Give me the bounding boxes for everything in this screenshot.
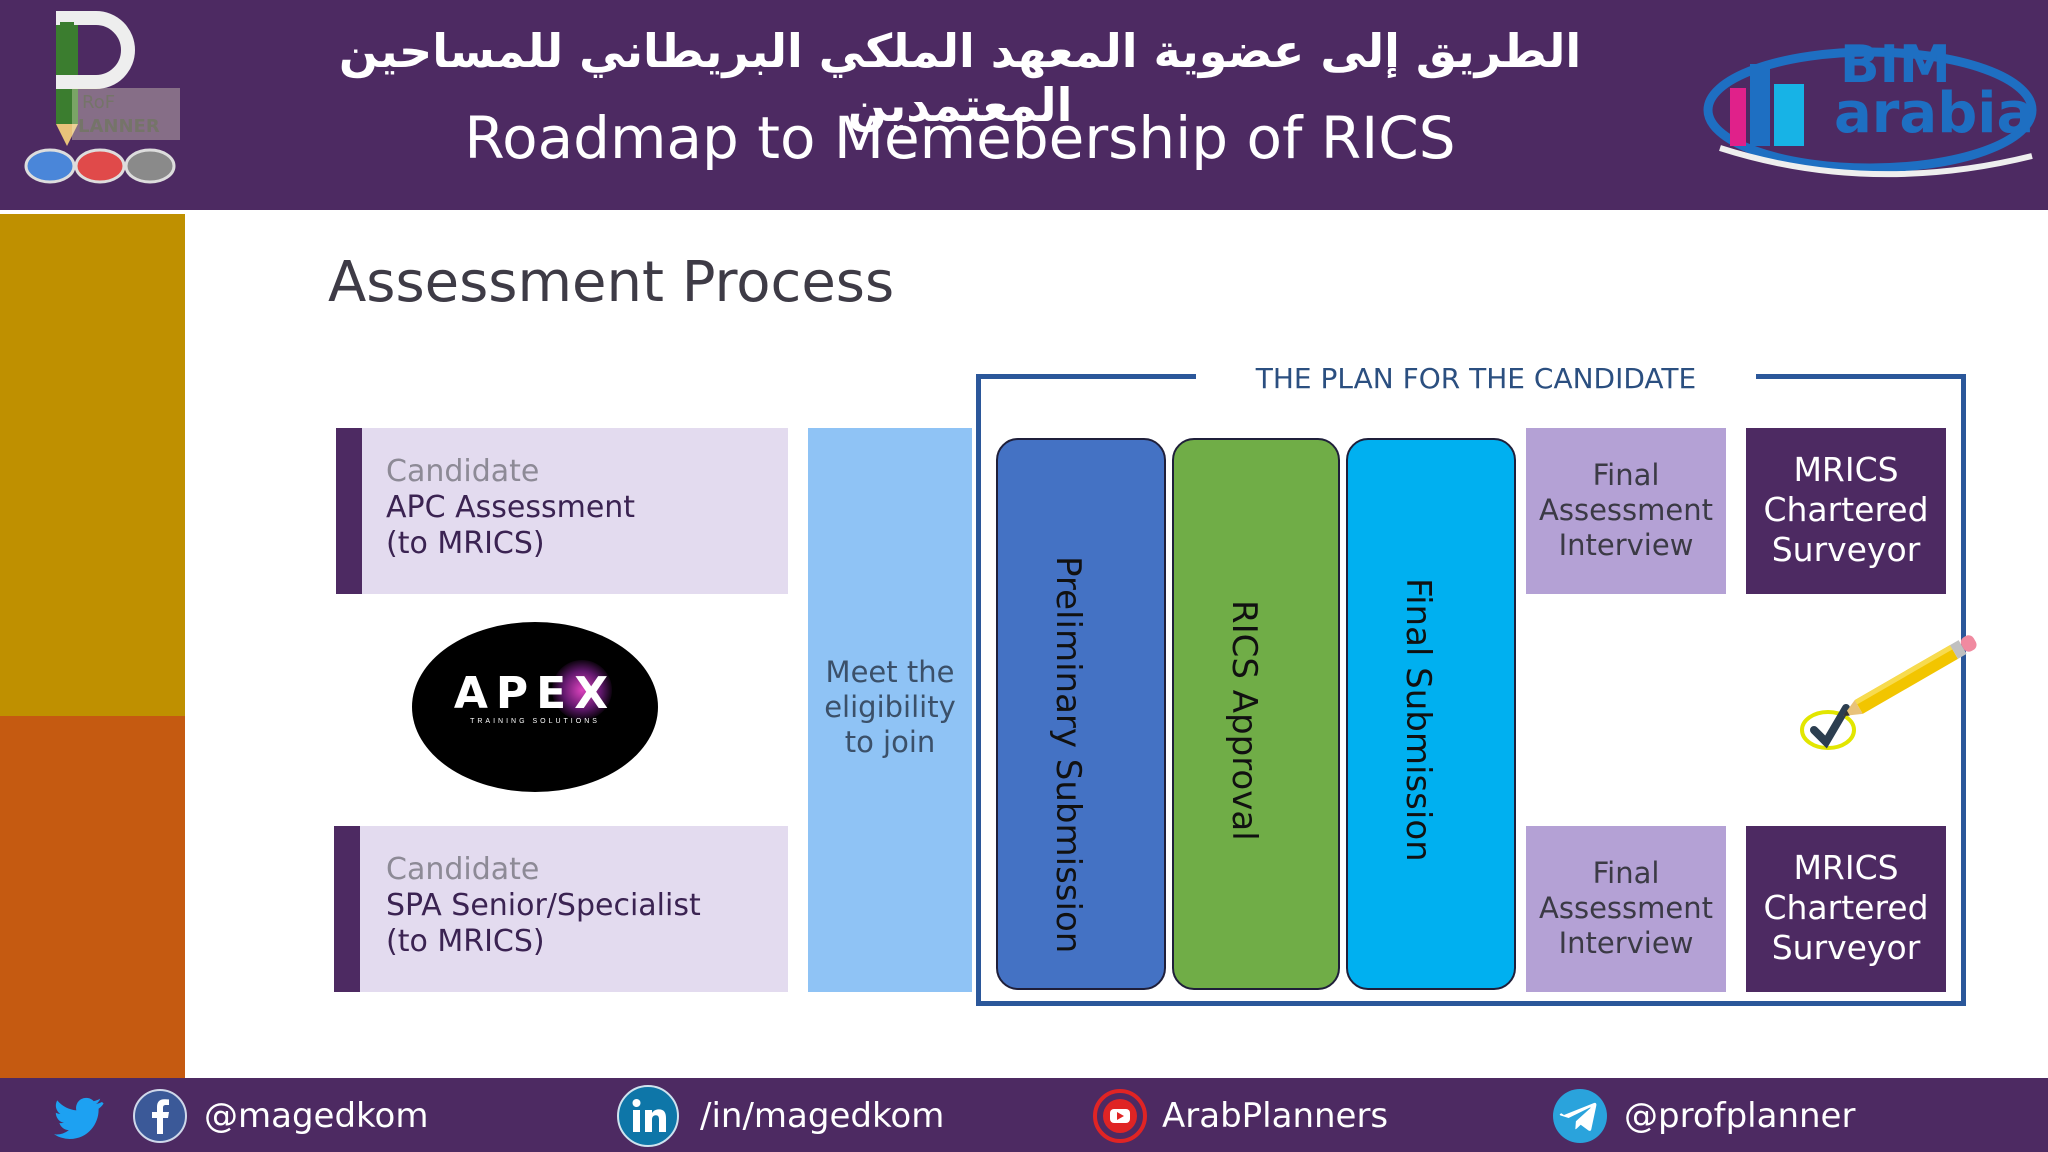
prof-planner-logo: RoF LANNER (24, 11, 180, 184)
step-final-submission-label: Final Submission (1398, 578, 1438, 862)
linkedin-handle[interactable]: /in/magedkom (700, 1096, 945, 1136)
final-interview-line2: Assessment (1539, 891, 1713, 925)
mrics-line3: Surveyor (1771, 530, 1921, 569)
mrics-box-bottom: MRICS Chartered Surveyor (1746, 826, 1946, 992)
final-interview-line3: Interview (1558, 528, 1694, 562)
eligibility-line2: eligibility (824, 690, 956, 724)
candidate-apc-text: Candidate APC Assessment (to MRICS) (386, 454, 776, 562)
side-bar-orange (0, 716, 185, 1078)
candidate-spa-text: Candidate SPA Senior/Specialist (to MRIC… (386, 852, 786, 960)
linkedin-icon[interactable] (616, 1084, 680, 1148)
candidate-apc-line2: (to MRICS) (386, 526, 545, 561)
candidate-apc-line1: APC Assessment (386, 490, 636, 525)
telegram-icon[interactable] (1552, 1088, 1608, 1144)
footer-bar (0, 1078, 2048, 1152)
final-interview-line2: Assessment (1539, 493, 1713, 527)
bim-arabia-logo: BIM arabia (1703, 35, 2037, 178)
final-interview-line3: Interview (1558, 926, 1694, 960)
step-final-submission: Final Submission (1346, 438, 1516, 990)
apex-logo-text: APEX (453, 668, 617, 719)
svg-text:LANNER: LANNER (78, 116, 160, 137)
eligibility-text: Meet the eligibility to join (808, 655, 972, 760)
side-bar-gold (0, 214, 185, 716)
mrics-line3: Surveyor (1771, 928, 1921, 967)
youtube-channel[interactable]: ArabPlanners (1162, 1096, 1389, 1136)
plan-title: THE PLAN FOR THE CANDIDATE (1196, 360, 1756, 397)
mrics-box-top: MRICS Chartered Surveyor (1746, 428, 1946, 594)
candidate-spa-line1: SPA Senior/Specialist (386, 888, 701, 923)
svg-text:BIM: BIM (1840, 35, 1951, 95)
step-preliminary-submission: Preliminary Submission (996, 438, 1166, 990)
twitter-handle[interactable]: @magedkom (204, 1096, 429, 1136)
final-interview-line1: Final (1592, 458, 1660, 492)
pencil-check-icon (1800, 635, 1977, 750)
candidate-apc-box (336, 428, 788, 594)
svg-text:RoF: RoF (82, 92, 115, 113)
step-preliminary-submission-label: Preliminary Submission (1048, 556, 1088, 954)
youtube-icon[interactable] (1092, 1088, 1148, 1144)
final-interview-line1: Final (1592, 856, 1660, 890)
mrics-line2: Chartered (1763, 490, 1929, 529)
final-interview-box-bottom: Final Assessment Interview (1526, 826, 1726, 992)
candidate-spa-line2: (to MRICS) (386, 924, 545, 959)
apex-logo-subtitle: TRAINING SOLUTIONS (470, 718, 600, 725)
eligibility-bar (808, 428, 972, 992)
mrics-line1: MRICS (1793, 848, 1899, 887)
final-interview-box-top: Final Assessment Interview (1526, 428, 1726, 594)
candidate-spa-box (334, 826, 788, 992)
svg-text:arabia: arabia (1834, 81, 2034, 146)
apex-logo-glow (552, 660, 612, 720)
apex-logo (412, 622, 658, 792)
facebook-icon[interactable] (132, 1088, 188, 1144)
telegram-handle[interactable]: @profplanner (1624, 1096, 1856, 1136)
candidate-spa-label: Candidate (386, 852, 540, 887)
eligibility-line1: Meet the (825, 655, 955, 689)
eligibility-line3: to join (844, 725, 936, 759)
step-rics-approval: RICS Approval (1172, 438, 1340, 990)
section-title: Assessment Process (328, 250, 895, 315)
header-title-arabic: الطريق إلى عضوية المعهد الملكي البريطاني… (338, 24, 1582, 132)
mrics-line2: Chartered (1763, 888, 1929, 927)
candidate-apc-accent (336, 428, 362, 594)
mrics-line1: MRICS (1793, 450, 1899, 489)
candidate-spa-accent (334, 826, 360, 992)
step-rics-approval-label: RICS Approval (1224, 600, 1264, 841)
header-title-english: Roadmap to Memebership of RICS (464, 104, 1456, 172)
twitter-icon[interactable] (52, 1088, 108, 1144)
candidate-apc-label: Candidate (386, 454, 540, 489)
